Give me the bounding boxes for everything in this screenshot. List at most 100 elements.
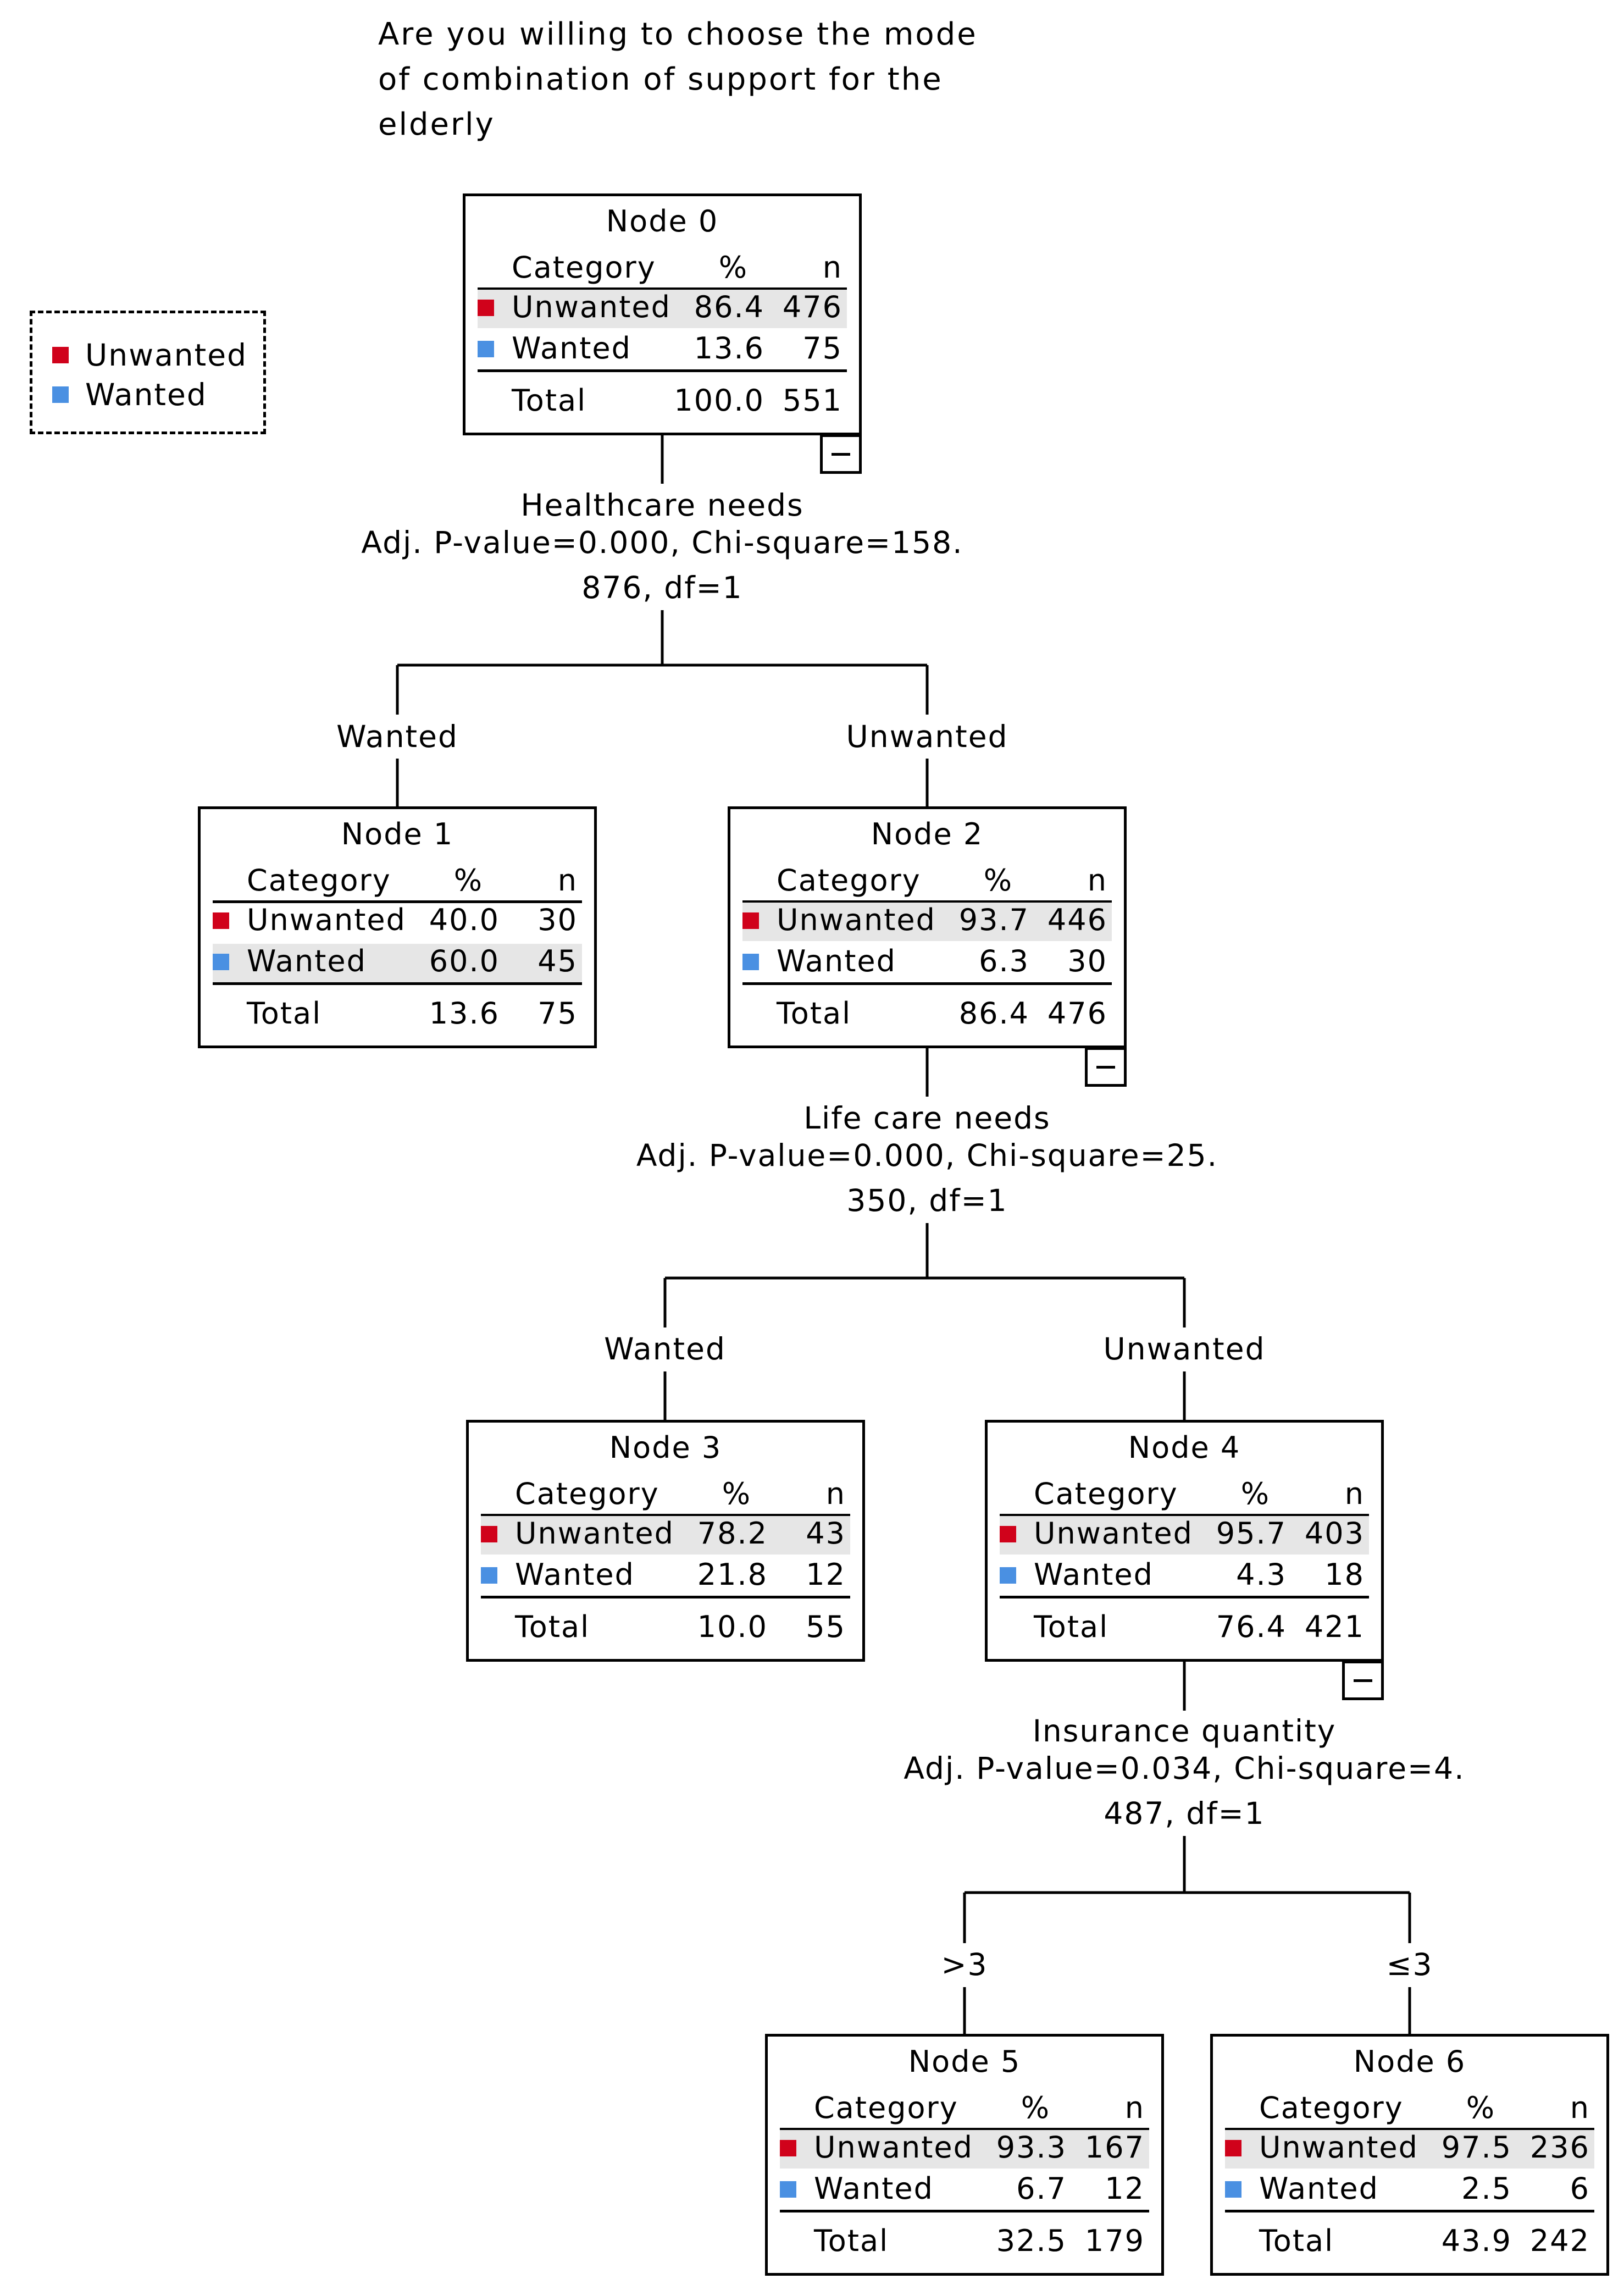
color-swatch [52, 386, 69, 403]
node-row-wanted: Wanted 21.8 12 [481, 1557, 850, 1598]
row-n: 476 [782, 290, 843, 324]
row-n: 446 [1047, 903, 1107, 937]
title-line: elderly [378, 107, 495, 142]
tree-node-5[interactable]: Node 5 Category % n Unwanted 93.3 167 Wa… [765, 2034, 1164, 2276]
color-swatch [1225, 2181, 1241, 2198]
header-percent: % [1021, 2090, 1050, 2125]
row-n: 236 [1529, 2130, 1590, 2165]
color-swatch [1225, 2140, 1241, 2156]
color-swatch [780, 2181, 796, 2198]
legend-label: Unwanted [85, 338, 247, 373]
row-n: 45 [537, 944, 578, 978]
header-category: Category [814, 2090, 958, 2125]
row-percent: 6.7 [1016, 2171, 1067, 2206]
node-row-wanted: Wanted 6.3 30 [742, 944, 1112, 985]
split-label-0: Healthcare needs Adj. P-value=0.000, Chi… [332, 486, 992, 606]
total-label: Total [247, 996, 322, 1031]
collapse-node-0-button[interactable] [820, 434, 862, 474]
total-percent: 13.6 [429, 996, 500, 1031]
node-row-unwanted: Unwanted 78.2 43 [481, 1516, 850, 1555]
node-row-unwanted: Unwanted 95.7 403 [1000, 1516, 1369, 1555]
header-n: n [557, 863, 578, 898]
header-percent: % [722, 1476, 751, 1511]
total-percent: 32.5 [996, 2223, 1067, 2258]
tree-node-6[interactable]: Node 6 Category % n Unwanted 97.5 236 Wa… [1210, 2034, 1609, 2276]
header-percent: % [1240, 1476, 1270, 1511]
tree-node-0[interactable]: Node 0 Category % n Unwanted 86.4 476 Wa… [463, 193, 862, 435]
row-percent: 21.8 [697, 1557, 768, 1592]
node-row-unwanted: Unwanted 93.3 167 [780, 2130, 1149, 2169]
tree-node-2[interactable]: Node 2 Category % n Unwanted 93.7 446 Wa… [728, 806, 1127, 1048]
row-category: Unwanted [1259, 2130, 1418, 2165]
total-label: Total [515, 1609, 590, 1644]
row-category: Unwanted [1034, 1516, 1193, 1551]
split-stats: Adj. P-value=0.000, Chi-square=158. [361, 525, 963, 560]
total-percent: 10.0 [697, 1609, 768, 1644]
header-category: Category [515, 1476, 659, 1511]
tree-node-1[interactable]: Node 1 Category % n Unwanted 40.0 30 Wan… [198, 806, 597, 1048]
color-swatch [478, 341, 494, 357]
branch-label: Unwanted [846, 719, 1008, 754]
row-n: 403 [1304, 1516, 1365, 1551]
header-n: n [1344, 1476, 1365, 1511]
row-n: 43 [806, 1516, 846, 1551]
collapse-node-2-button[interactable] [1085, 1047, 1127, 1087]
branch-label: ≤3 [1386, 1947, 1433, 1982]
header-category: Category [512, 250, 656, 285]
row-category: Unwanted [247, 903, 406, 937]
legend-item-wanted: Wanted [52, 375, 263, 414]
row-n: 75 [802, 331, 843, 366]
color-swatch [1000, 1526, 1016, 1542]
color-swatch [52, 347, 69, 363]
total-n: 421 [1304, 1609, 1365, 1644]
header-n: n [1087, 863, 1107, 898]
node-title: Node 5 [908, 2044, 1021, 2079]
branch-label: Wanted [336, 719, 458, 754]
total-n: 242 [1529, 2223, 1590, 2258]
legend: Unwanted Wanted [30, 311, 266, 434]
color-swatch [213, 954, 229, 970]
color-swatch [1000, 1567, 1016, 1584]
branch-label: Wanted [604, 1331, 726, 1367]
collapse-node-4-button[interactable] [1342, 1661, 1384, 1700]
tree-title: Are you willing to choose the mode of co… [378, 12, 1038, 147]
node-header-row: Category % n [1225, 2090, 1594, 2131]
row-n: 30 [1067, 944, 1107, 978]
split-stats: Adj. P-value=0.034, Chi-square=4. [904, 1751, 1465, 1786]
node-title: Node 0 [606, 204, 719, 239]
row-n: 6 [1570, 2171, 1590, 2206]
split-stats: 487, df=1 [1104, 1796, 1265, 1831]
header-percent: % [453, 863, 483, 898]
header-category: Category [1034, 1476, 1178, 1511]
title-line: Are you willing to choose the mode [378, 16, 978, 52]
node-row-wanted: Wanted 2.5 6 [1225, 2171, 1594, 2212]
row-category: Wanted [814, 2171, 934, 2206]
total-label: Total [777, 996, 852, 1031]
row-percent: 6.3 [979, 944, 1029, 978]
color-swatch [780, 2140, 796, 2156]
color-swatch [481, 1526, 497, 1542]
node-row-unwanted: Unwanted 93.7 446 [742, 903, 1112, 941]
node-row-wanted: Wanted 60.0 45 [213, 944, 582, 985]
split-stats: 876, df=1 [581, 570, 743, 605]
header-n: n [822, 250, 843, 285]
row-category: Wanted [512, 331, 631, 366]
header-percent: % [983, 863, 1013, 898]
color-swatch [742, 912, 759, 929]
node-title: Node 3 [609, 1430, 722, 1465]
row-category: Wanted [777, 944, 896, 978]
tree-node-3[interactable]: Node 3 Category % n Unwanted 78.2 43 Wan… [466, 1420, 865, 1662]
split-variable: Insurance quantity [1032, 1713, 1337, 1749]
row-percent: 97.5 [1441, 2130, 1512, 2165]
row-n: 18 [1324, 1557, 1365, 1592]
tree-node-4[interactable]: Node 4 Category % n Unwanted 95.7 403 Wa… [985, 1420, 1384, 1662]
row-category: Unwanted [512, 290, 671, 324]
total-n: 179 [1084, 2223, 1145, 2258]
row-percent: 60.0 [429, 944, 500, 978]
row-percent: 95.7 [1216, 1516, 1287, 1551]
node-row-wanted: Wanted 4.3 18 [1000, 1557, 1369, 1598]
header-category: Category [777, 863, 921, 898]
color-swatch [213, 912, 229, 929]
header-n: n [825, 1476, 846, 1511]
